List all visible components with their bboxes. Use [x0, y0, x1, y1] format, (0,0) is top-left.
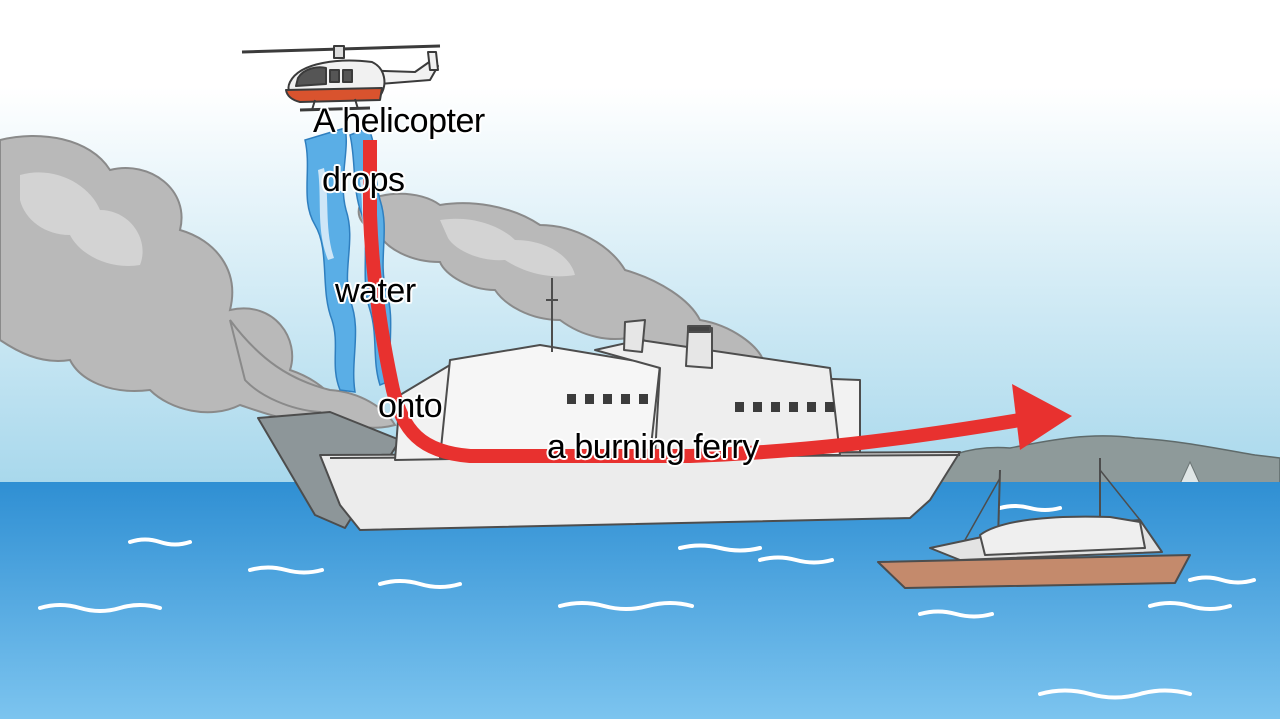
boat-icon	[877, 458, 1191, 589]
flow-arrow-line	[363, 140, 1022, 463]
waves	[38, 504, 1256, 700]
ferry-icon	[257, 278, 961, 531]
label-onto: onto	[378, 387, 443, 425]
label-water: water	[335, 272, 416, 310]
helicopter-icon	[241, 44, 441, 112]
label-drops: drops	[322, 161, 405, 199]
flow-arrow-head	[1012, 384, 1072, 450]
label-a-helicopter: A helicopter	[313, 102, 485, 140]
label-a-burning-ferry: a burning ferry	[547, 428, 759, 466]
